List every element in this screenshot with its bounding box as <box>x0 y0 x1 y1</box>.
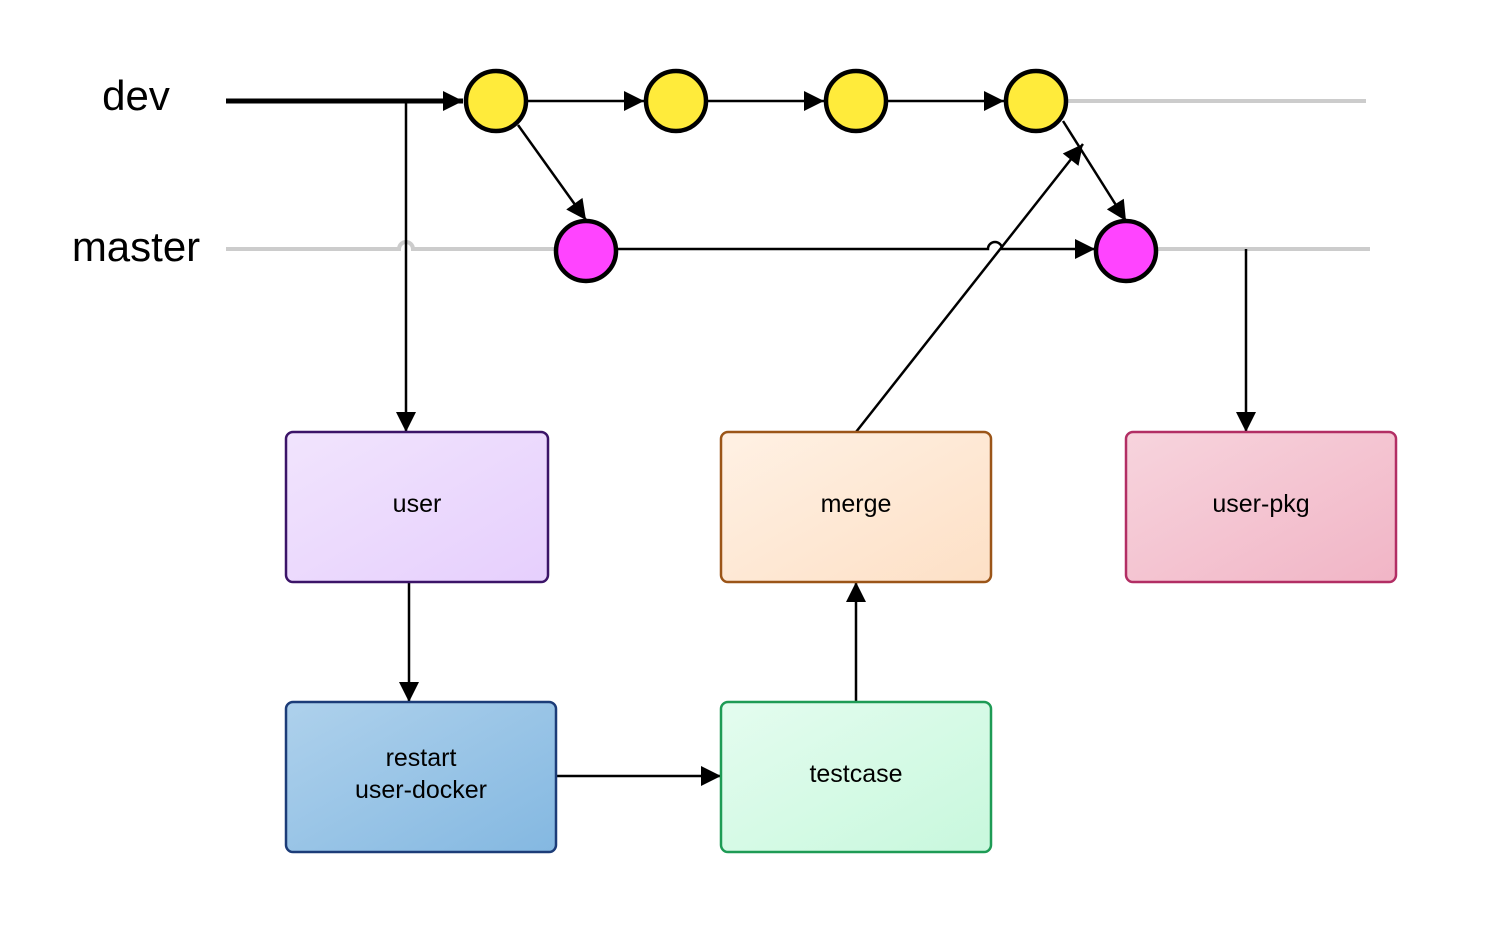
master-commit <box>1093 218 1159 284</box>
dev-commit <box>643 68 709 134</box>
merge-step-box: merge <box>719 430 993 584</box>
master-commit <box>553 218 619 284</box>
merge-step-label: merge <box>821 490 892 518</box>
testcase-step-label: testcase <box>809 760 902 788</box>
dev-commit <box>463 68 529 134</box>
master-commit-link <box>618 239 1095 259</box>
dev-branch-label: dev <box>102 72 170 119</box>
user-step-label: user <box>393 490 442 518</box>
user-pkg-step-label: user-pkg <box>1212 490 1309 518</box>
user-pkg-step-box: user-pkg <box>1124 430 1398 584</box>
restart-step-label-line-2: user-docker <box>355 776 487 804</box>
dev-to-master-merge-arrow <box>1061 120 1128 222</box>
testcase-step-box: testcase <box>719 700 993 854</box>
merge-to-dev-arrow <box>855 143 1084 433</box>
restart-step-label-line-1: restart <box>386 744 457 772</box>
dev-commit <box>823 68 889 134</box>
restart-user-docker-step-box: restart user-docker <box>284 700 558 854</box>
dev-to-master-arrow <box>516 124 588 221</box>
master-branch-label: master <box>72 223 200 270</box>
user-step-box: user <box>284 430 550 584</box>
dev-commit <box>1003 68 1069 134</box>
